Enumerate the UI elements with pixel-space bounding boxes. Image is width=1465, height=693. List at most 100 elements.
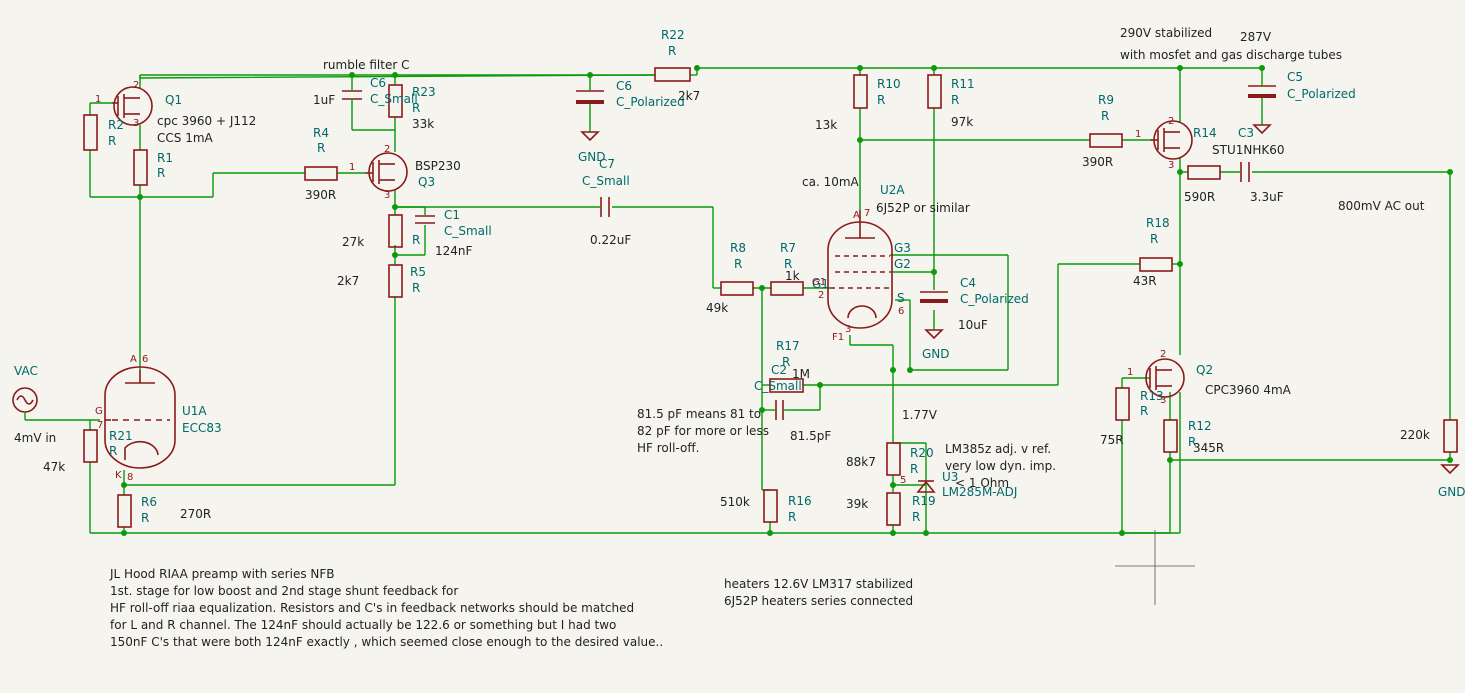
- label-85: 39k: [846, 497, 868, 511]
- resistor-r20: [886, 442, 901, 476]
- label-71: 1M: [792, 367, 810, 381]
- label-47: R: [877, 93, 885, 107]
- pin-number: 2: [133, 80, 139, 91]
- resistor-r11: [927, 74, 942, 109]
- label-39: U1A: [182, 404, 207, 418]
- label-37: 4mV in: [14, 431, 56, 445]
- pin-number: 1: [1127, 367, 1133, 378]
- label-83: R20: [910, 446, 934, 460]
- label-118: 220k: [1400, 428, 1430, 442]
- label-92: LM285M-ADJ: [942, 485, 1017, 499]
- label-17: R: [108, 134, 116, 148]
- resistor-r7: [770, 281, 804, 296]
- label-46: R10: [877, 77, 901, 91]
- label-23: BSP230: [415, 159, 461, 173]
- label-27: 0.22uF: [590, 233, 631, 247]
- resistor-r14: [1187, 165, 1221, 180]
- label-41: R21: [109, 429, 133, 443]
- mosfet-q2: [1145, 358, 1185, 398]
- label-93: 290V stabilized: [1120, 26, 1212, 40]
- pin-number: 2: [818, 290, 824, 301]
- label-64: R: [734, 257, 742, 271]
- label-114: 75R: [1100, 433, 1124, 447]
- label-75: 81.5 pF means 81 to: [637, 407, 761, 421]
- label-102: STU1NHK60: [1212, 143, 1285, 157]
- label-24: Q3: [418, 175, 435, 189]
- label-101: R14: [1193, 126, 1217, 140]
- wires: [65, 67, 1451, 534]
- label-55: G3: [894, 241, 911, 255]
- label-45: 270R: [180, 507, 211, 521]
- label-12: GND: [578, 150, 606, 164]
- label-76: 82 pF for more or less: [637, 424, 769, 438]
- label-2: R: [668, 44, 676, 58]
- label-98: R9: [1098, 93, 1114, 107]
- junction-dots: [121, 65, 1453, 536]
- label-74: 81.5pF: [790, 429, 831, 443]
- label-59: C4: [960, 276, 976, 290]
- label-21: R: [317, 141, 325, 155]
- label-42: R: [109, 444, 117, 458]
- label-4: C6: [370, 76, 386, 90]
- label-66: R7: [780, 241, 796, 255]
- tubes: [104, 210, 893, 469]
- label-107: R18: [1146, 216, 1170, 230]
- mosfet-q4: [1150, 120, 1193, 160]
- label-103: C3: [1238, 126, 1254, 140]
- cursor-crosshair: [1115, 530, 1195, 605]
- ground-symbols: [580, 124, 1460, 475]
- pin-number: 2: [384, 144, 390, 155]
- label-81: 1.77V: [902, 408, 938, 422]
- pin-number: G: [95, 406, 103, 417]
- label-29: C_Small: [444, 224, 492, 238]
- label-94: with mosfet and gas discharge tubes: [1120, 48, 1342, 62]
- label-11: C_Polarized: [616, 95, 685, 109]
- label-53: U2A: [880, 183, 905, 197]
- label-77: HF roll-off.: [637, 441, 699, 455]
- label-108: R: [1150, 232, 1158, 246]
- pin-number: 7: [864, 208, 870, 219]
- label-35: R: [412, 281, 420, 295]
- pin-number: 8: [127, 472, 133, 483]
- label-44: R: [141, 511, 149, 525]
- resistor-r8: [720, 281, 754, 296]
- label-13: Q1: [165, 93, 182, 107]
- pin-number: 1: [1135, 129, 1141, 140]
- label-106: 800mV AC out: [1338, 199, 1425, 213]
- label-72: C2: [771, 363, 787, 377]
- label-111: CPC3960 4mA: [1205, 383, 1292, 397]
- label-99: R: [1101, 109, 1109, 123]
- label-73: C_Small: [754, 379, 802, 393]
- label-48: 13k: [815, 118, 837, 132]
- pin-number: 1: [349, 162, 355, 173]
- label-65: 49k: [706, 301, 728, 315]
- label-120: JL Hood RIAA preamp with series NFB: [109, 567, 335, 581]
- label-34: R5: [410, 265, 426, 279]
- label-26: C_Small: [582, 174, 630, 188]
- label-8: R: [412, 101, 420, 115]
- label-31: 27k: [342, 235, 364, 249]
- label-6: 1uF: [313, 93, 335, 107]
- label-58: S: [897, 291, 905, 305]
- gnd-icon: [1440, 464, 1460, 475]
- label-62: GND: [922, 347, 950, 361]
- label-0: rumble filter C: [323, 58, 409, 72]
- label-43: R6: [141, 495, 157, 509]
- capacitors: [342, 78, 1276, 420]
- label-113: R: [1140, 404, 1148, 418]
- label-89: very low dyn. imp.: [945, 459, 1056, 473]
- resistor-r19: [886, 492, 901, 526]
- resistor-r5: [388, 264, 403, 298]
- mosfets: [112, 86, 1193, 398]
- label-112: R13: [1140, 389, 1164, 403]
- label-56: G2: [894, 257, 911, 271]
- label-3: 2k7: [678, 89, 700, 103]
- resistor-r17: [769, 378, 804, 393]
- pin-number: F1: [832, 332, 844, 343]
- label-125: heaters 12.6V LM317 stabilized: [724, 577, 913, 591]
- resistor-r9: [1089, 133, 1123, 148]
- resistor-r10: [853, 74, 868, 109]
- label-7: R23: [412, 85, 436, 99]
- label-79: R16: [788, 494, 812, 508]
- label-60: C_Polarized: [960, 292, 1029, 306]
